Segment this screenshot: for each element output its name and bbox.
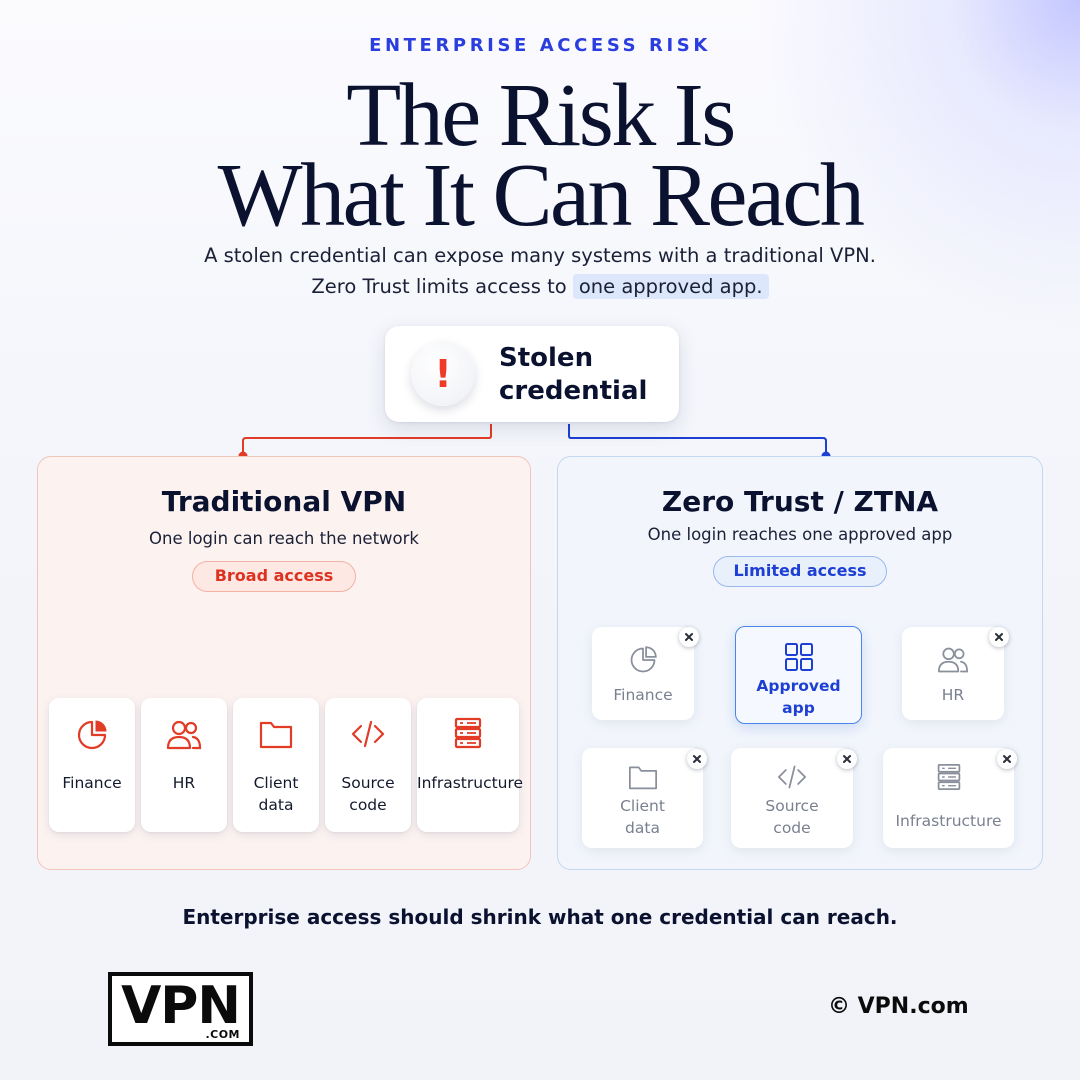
zt-tile-hr: HR — [902, 627, 1009, 720]
tile-label-line-1: Infrastructure — [895, 812, 1002, 830]
vpn-tile-client-data: Client data — [233, 698, 319, 832]
vpn-tile-finance: Finance — [49, 698, 135, 832]
vpn-tile-hr: HR — [141, 698, 227, 832]
zt-tile-approved-app: Approved app — [735, 626, 862, 724]
folder-icon — [233, 718, 319, 750]
folder-icon — [582, 763, 703, 791]
credential-label: Stolen credential — [499, 342, 669, 408]
close-icon — [997, 749, 1017, 769]
tile-label-line-1: Approved — [756, 677, 841, 695]
tile-label-line-1: Client — [253, 774, 299, 792]
credential-label-line-2: credential — [499, 376, 648, 406]
vpn-tile-infrastructure: Infrastructure — [417, 698, 524, 832]
close-icon — [989, 627, 1009, 647]
users-icon — [141, 718, 227, 752]
footer-tagline: Enterprise access should shrink what one… — [182, 905, 898, 929]
credential-to-vpn-line — [242, 424, 492, 456]
tile-label-line-1: Finance — [62, 774, 122, 792]
tile-label-line-1: HR — [172, 774, 196, 792]
code-icon — [325, 718, 411, 750]
close-icon — [687, 749, 707, 769]
tile-label-line-2: code — [349, 796, 387, 814]
zt-panel-subtitle: One login reaches one approved app — [647, 525, 953, 544]
subtitle-line-1: A stolen credential can expose many syst… — [204, 244, 876, 267]
zt-tile-source-code: Source code — [731, 748, 857, 848]
tile-label-line-2: app — [782, 699, 815, 717]
pie-chart-icon — [592, 645, 694, 675]
stolen-credential-card: ! Stolen credential — [385, 326, 679, 422]
logo-main-text: VPN — [121, 976, 241, 1036]
users-icon — [902, 645, 1004, 675]
exclamation-icon: ! — [411, 342, 475, 406]
close-icon — [837, 749, 857, 769]
subtitle-line-2: Zero Trust limits access to one approved… — [0, 274, 1080, 299]
headline-line-1: The Risk Is — [346, 66, 736, 165]
tile-label-line-1: Infrastructure — [417, 774, 524, 792]
vpn-panel-subtitle: One login can reach the network — [149, 529, 419, 548]
grid-icon — [736, 642, 861, 672]
code-icon — [731, 763, 853, 791]
credential-label-line-1: Stolen — [499, 343, 594, 373]
vpn-panel-title: Traditional VPN — [161, 485, 407, 518]
zt-tile-finance: Finance — [592, 627, 699, 720]
zt-tile-client-data: Client data — [582, 748, 707, 848]
server-icon — [417, 716, 519, 750]
tile-label-line-2: code — [773, 819, 811, 837]
pie-chart-icon — [49, 718, 135, 752]
zt-tile-infrastructure: Infrastructure — [883, 748, 1017, 848]
subtitle-prefix: Zero Trust limits access to — [311, 275, 573, 298]
tile-label-line-1: Client — [620, 797, 665, 815]
tile-label-line-1: Source — [341, 774, 395, 792]
broad-access-badge: Broad access — [192, 561, 356, 592]
subtitle-highlight: one approved app. — [572, 274, 769, 299]
copyright-text: © VPN.com — [828, 994, 969, 1019]
tile-label-line-1: HR — [941, 686, 965, 704]
vpn-tile-source-code: Source code — [325, 698, 411, 832]
tile-label-line-2: data — [625, 819, 660, 837]
vpn-logo: VPN .COM — [108, 972, 253, 1046]
tile-label-line-2: data — [258, 796, 294, 814]
tile-label-line-1: Finance — [613, 686, 673, 704]
server-icon — [883, 761, 1014, 793]
logo-sub-text: .COM — [205, 1028, 240, 1041]
zt-panel-title: Zero Trust / ZTNA — [661, 485, 939, 518]
headline-line-2: What It Can Reach — [217, 146, 865, 245]
eyebrow-label: ENTERPRISE ACCESS RISK — [369, 35, 711, 56]
credential-to-zt-line — [568, 424, 827, 456]
tile-label-line-1: Source — [765, 797, 819, 815]
limited-access-badge: Limited access — [713, 556, 887, 587]
close-icon — [679, 627, 699, 647]
